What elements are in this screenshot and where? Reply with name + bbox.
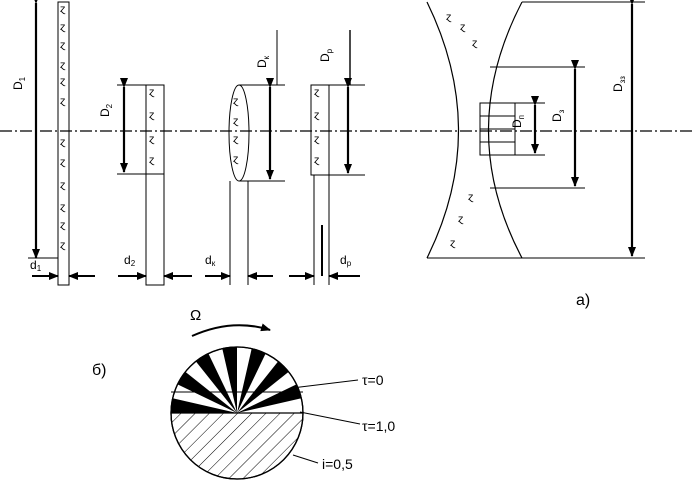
label-dk: Dк <box>255 55 271 68</box>
rotation-arrow <box>191 323 271 337</box>
label-dp: Dр <box>318 48 334 62</box>
hatch-glyph: ɀ <box>60 220 66 231</box>
hatch-glyph: ɀ <box>60 240 66 251</box>
label-dk-thickness: dк <box>205 253 216 268</box>
label-d1-thickness: d1 <box>30 258 42 273</box>
label-d2: D2 <box>98 103 114 117</box>
label-part-a: а) <box>576 292 590 309</box>
element-dp <box>289 30 365 285</box>
label-dp-thickness: dр <box>340 253 352 268</box>
label-part-b: б) <box>92 362 107 379</box>
label-dz: Dз <box>550 109 566 122</box>
black-sector <box>237 358 292 413</box>
black-sector <box>171 397 237 413</box>
hatch-glyph: ɀ <box>472 38 478 49</box>
hatch-glyph: ɀ <box>60 202 66 213</box>
label-d2-thickness: d2 <box>124 253 136 268</box>
label-i-05: i=0,5 <box>322 456 353 472</box>
hatch-glyph: ɀ <box>149 87 155 98</box>
black-sector <box>173 369 237 413</box>
black-sector <box>237 347 268 413</box>
hatch-glyph: ɀ <box>314 110 320 121</box>
hatch-glyph: ɀ <box>233 96 239 107</box>
hatch-glyph: ɀ <box>60 96 66 107</box>
hatch-glyph: ɀ <box>314 134 320 145</box>
hatch-glyph: ɀ <box>233 154 239 165</box>
black-sector <box>193 349 237 413</box>
label-tau-0: τ=0 <box>362 372 384 388</box>
hatch-glyph: ɀ <box>60 40 66 51</box>
hatch-glyph: ɀ <box>314 87 320 98</box>
hatch-glyph: ɀ <box>314 155 320 166</box>
label-dn: Dп <box>510 115 526 128</box>
hatch-glyph: ɀ <box>460 22 466 33</box>
hatch-glyph: ɀ <box>60 157 66 168</box>
hatched-half <box>171 413 303 479</box>
label-d1: D1 <box>11 76 27 90</box>
hatch-glyph: ɀ <box>60 137 66 148</box>
hatch-glyph: ɀ <box>233 134 239 145</box>
label-tau-1: τ=1,0 <box>362 418 395 434</box>
label-omega: Ω <box>190 307 201 324</box>
label-dbig: Dзз <box>611 76 627 92</box>
element-d1 <box>28 0 95 286</box>
alternating-sectors <box>171 347 303 413</box>
hatch-glyph: ɀ <box>446 12 452 23</box>
hatch-glyph: ɀ <box>60 22 66 33</box>
hatch-glyph: ɀ <box>149 110 155 121</box>
hatch-glyph: ɀ <box>233 116 239 127</box>
rotating-disc <box>170 323 361 480</box>
element-dk <box>205 30 285 285</box>
hatch-glyph: ɀ <box>149 134 155 145</box>
hatch-glyph: ɀ <box>458 214 464 225</box>
hatch-glyph: ɀ <box>60 180 66 191</box>
hatch-glyph: ɀ <box>468 192 474 203</box>
element-curved-shell <box>426 0 645 259</box>
element-d2 <box>117 78 192 286</box>
black-sector <box>237 382 303 413</box>
hatch-glyph: ɀ <box>60 76 66 87</box>
hatch-glyph: ɀ <box>60 4 66 15</box>
hatch-glyph: ɀ <box>149 155 155 166</box>
black-sector <box>221 347 237 413</box>
hatch-glyph: ɀ <box>60 60 66 71</box>
hatch-glyph: ɀ <box>450 238 456 249</box>
